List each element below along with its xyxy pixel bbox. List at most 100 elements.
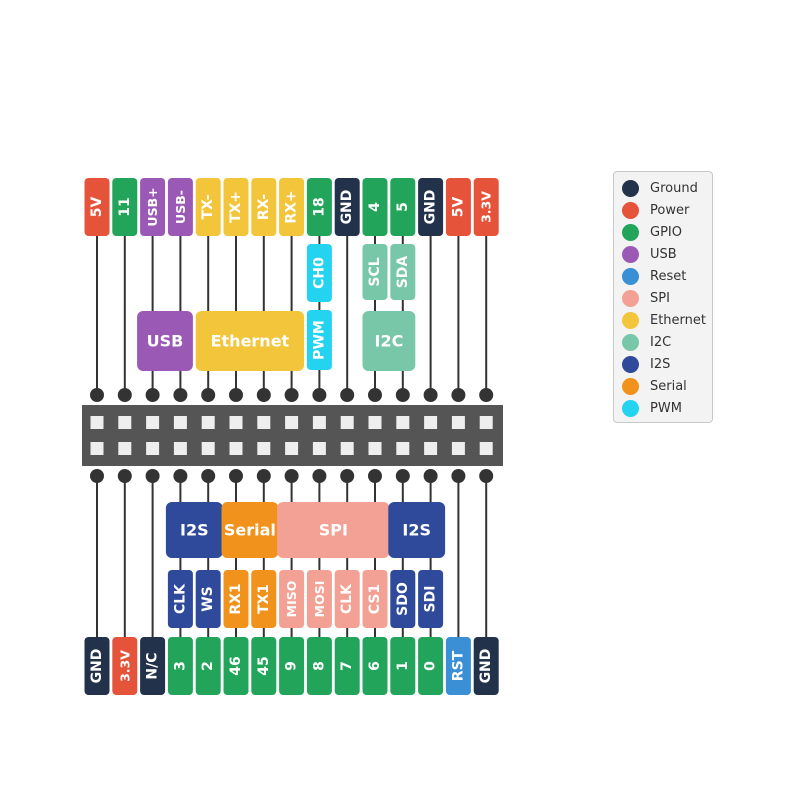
top-pin-usb-label: USB- — [173, 190, 188, 224]
header-pad — [90, 442, 104, 455]
legend-label: I2C — [650, 334, 672, 350]
legend-item-i2c: I2C — [622, 331, 712, 353]
pin-header — [82, 405, 503, 466]
pin-dot — [312, 469, 327, 483]
bottom-pin-1-box — [390, 637, 416, 695]
group-serial-box — [221, 502, 279, 558]
legend-item-serial: Serial — [622, 375, 712, 397]
legend-item-power: Power — [622, 199, 712, 221]
top-pin-usb-box — [167, 178, 193, 236]
legend-swatch — [622, 311, 639, 329]
header-pad — [229, 442, 243, 455]
pin-dot — [340, 469, 355, 483]
top-pin-tx-box — [195, 178, 221, 236]
top-pin-rx-box — [251, 178, 277, 236]
legend-label: SPI — [650, 290, 670, 306]
pin-dot — [395, 388, 410, 402]
legend-item-ground: Ground — [622, 177, 712, 199]
bottom-pin-gnd-label: GND — [478, 649, 494, 684]
header-pad — [201, 416, 215, 429]
top-sublabel-pwm-box — [306, 310, 332, 370]
bottom-sublabel-rx1-label: RX1 — [228, 583, 244, 614]
header-pad — [201, 442, 215, 455]
legend-swatch — [622, 179, 639, 197]
header-pad — [451, 442, 465, 455]
group-i2s-box — [388, 502, 446, 558]
legend-label: I2S — [650, 356, 671, 372]
legend-item-pwm: PWM — [622, 397, 712, 419]
top-pin-4-label: 4 — [367, 202, 383, 212]
bottom-sublabel-tx1-box — [251, 570, 277, 628]
group-usb-label: USB — [147, 332, 184, 351]
top-pin-18-label: 18 — [311, 197, 327, 216]
header-pad — [229, 416, 243, 429]
bottom-pin-3-box — [167, 637, 193, 695]
bottom-sublabel-ws-box — [195, 570, 221, 628]
top-pin-tx-box — [223, 178, 249, 236]
legend-swatch — [622, 355, 639, 373]
group-i2s-label: I2S — [402, 521, 431, 540]
group-serial-label: Serial — [224, 521, 276, 540]
header-pad — [424, 442, 438, 455]
bottom-pin-45-label: 45 — [256, 656, 272, 675]
group-i2c-box — [362, 311, 416, 371]
top-sublabel-ch0-box — [306, 244, 332, 302]
bottom-sublabel-ws-label: WS — [200, 586, 216, 612]
header-pad — [90, 416, 104, 429]
bottom-pin-7-label: 7 — [339, 661, 355, 671]
top-pin-18-box — [306, 178, 332, 236]
bottom-pin-gnd-box — [473, 637, 499, 695]
bottom-pin-8-label: 8 — [311, 661, 327, 671]
pin-dot — [451, 388, 466, 402]
bottom-sublabel-sdo-label: SDO — [395, 582, 411, 616]
bottom-sublabel-sdi-label: SDI — [423, 586, 439, 613]
top-pin-3-3v-label: 3.3V — [479, 191, 494, 223]
pin-dot — [145, 388, 160, 402]
bottom-pin-0-label: 0 — [423, 661, 439, 671]
legend-swatch — [622, 267, 639, 285]
pin-dot — [201, 469, 216, 483]
legend-swatch — [622, 377, 639, 395]
bottom-pin-gnd-box — [84, 637, 110, 695]
top-pin-gnd-box — [334, 178, 360, 236]
bottom-pin-2-label: 2 — [200, 661, 216, 671]
pin-dot — [368, 388, 382, 402]
header-pad — [146, 416, 160, 429]
pin-dot — [201, 388, 216, 402]
legend-label: Ground — [650, 180, 698, 196]
header-pad — [479, 416, 493, 429]
top-sublabel-sda-label: SDA — [395, 256, 411, 289]
bottom-pin-n-c-box — [140, 637, 166, 695]
bottom-pin-9-label: 9 — [284, 661, 300, 671]
header-pad — [257, 416, 271, 429]
top-pin-rx-label: RX+ — [284, 190, 300, 223]
top-sublabel-sda-box — [390, 244, 416, 300]
pin-dot — [173, 469, 188, 483]
pin-dot — [256, 388, 271, 402]
bottom-sublabel-miso-label: MISO — [284, 581, 299, 618]
bottom-sublabel-sdi-box — [418, 570, 444, 628]
header-pad — [368, 416, 382, 429]
bottom-sublabel-rx1-box — [223, 570, 249, 628]
top-pin-rx-label: RX- — [256, 194, 272, 220]
header-strip — [82, 405, 503, 466]
header-pad — [451, 416, 465, 429]
top-pin-5-box — [390, 178, 416, 236]
bottom-sublabel-mosi-label: MOSI — [312, 581, 327, 618]
legend-item-reset: Reset — [622, 265, 712, 287]
header-pad — [173, 442, 187, 455]
header-pad — [396, 416, 410, 429]
bottom-pin-9-box — [279, 637, 305, 695]
bottom-pin-3-3v-label: 3.3V — [117, 650, 132, 682]
header-pad — [312, 416, 326, 429]
bottom-sublabel-clk-label: CLK — [339, 583, 355, 614]
header-pad — [368, 442, 382, 455]
top-pin-3-3v-box — [473, 178, 499, 236]
pin-dot — [368, 469, 382, 483]
legend-label: Reset — [650, 268, 687, 284]
pin-dot — [117, 388, 132, 402]
bottom-sublabel-cs1-box — [362, 570, 388, 628]
top-pin-11-box — [112, 178, 138, 236]
bottom-sublabel-tx1-label: TX1 — [256, 584, 272, 614]
